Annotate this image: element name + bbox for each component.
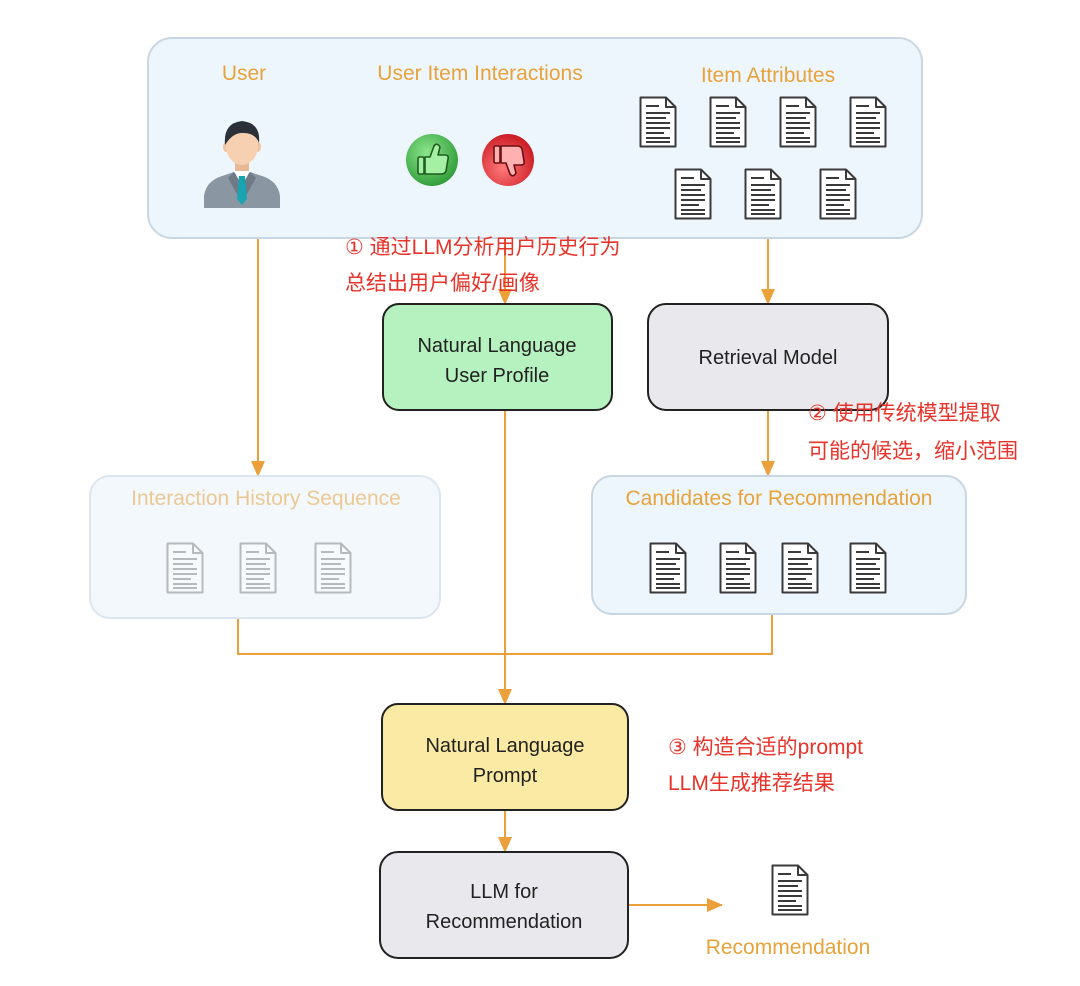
- user-profile-line2: User Profile: [445, 365, 549, 387]
- document-icon: [819, 168, 857, 220]
- document-icon: [166, 542, 204, 594]
- step3-line2: LLM生成推荐结果: [668, 772, 835, 795]
- step2-line1: ② 使用传统模型提取: [808, 402, 1001, 425]
- thumbs-down-icon: [482, 134, 534, 186]
- attributes-label: Item Attributes: [701, 64, 835, 87]
- step1-line1: ① 通过LLM分析用户历史行为: [345, 236, 621, 259]
- llm-line2: Recommendation: [426, 911, 583, 933]
- document-icon: [709, 96, 747, 148]
- document-icon: [639, 96, 677, 148]
- llm-node: LLM for Recommendation: [379, 851, 629, 959]
- input-panel: User User Item Interactions Item Attribu…: [147, 37, 923, 239]
- interactions-label: User Item Interactions: [377, 62, 582, 85]
- user-label: User: [222, 62, 266, 85]
- llm-line1: LLM for: [470, 881, 538, 903]
- prompt-node: Natural Language Prompt: [381, 703, 629, 811]
- step1-annotation: ① 通过LLM分析用户历史行为 总结出用户偏好/画像: [345, 236, 621, 295]
- output-label: Recommendation: [706, 936, 871, 959]
- retrieval-model-node: Retrieval Model: [647, 303, 889, 411]
- user-profile-line1: Natural Language: [417, 335, 576, 357]
- step3-annotation: ③ 构造合适的prompt LLM生成推荐结果: [668, 736, 863, 795]
- document-icon: [719, 542, 757, 594]
- document-icon: [314, 542, 352, 594]
- document-icon: [649, 542, 687, 594]
- recommendation-output: Recommendation: [706, 864, 871, 959]
- user-avatar-icon: [204, 121, 280, 208]
- retrieval-model-label: Retrieval Model: [699, 347, 838, 369]
- step1-line2: 总结出用户偏好/画像: [345, 272, 540, 295]
- candidates-panel: Candidates for Recommendation: [591, 475, 967, 615]
- candidates-title: Candidates for Recommendation: [625, 487, 932, 510]
- interaction-history-panel: Interaction History Sequence: [89, 475, 441, 619]
- prompt-line2: Prompt: [473, 765, 538, 787]
- step3-line1: ③ 构造合适的prompt: [668, 736, 863, 759]
- step2-line2: 可能的候选，缩小范围: [808, 440, 1018, 463]
- prompt-line1: Natural Language: [425, 735, 584, 757]
- document-icon: [781, 542, 819, 594]
- document-icon: [239, 542, 277, 594]
- document-icon: [849, 96, 887, 148]
- history-candidates-connector: [237, 614, 773, 655]
- document-icon: [779, 96, 817, 148]
- step2-annotation: ② 使用传统模型提取 可能的候选，缩小范围: [808, 402, 1018, 463]
- history-title: Interaction History Sequence: [131, 487, 401, 510]
- document-icon: [849, 542, 887, 594]
- document-icon: [744, 168, 782, 220]
- user-profile-node: Natural Language User Profile: [382, 303, 613, 411]
- document-icon: [674, 168, 712, 220]
- thumbs-up-icon: [406, 134, 458, 186]
- document-icon: [771, 864, 809, 916]
